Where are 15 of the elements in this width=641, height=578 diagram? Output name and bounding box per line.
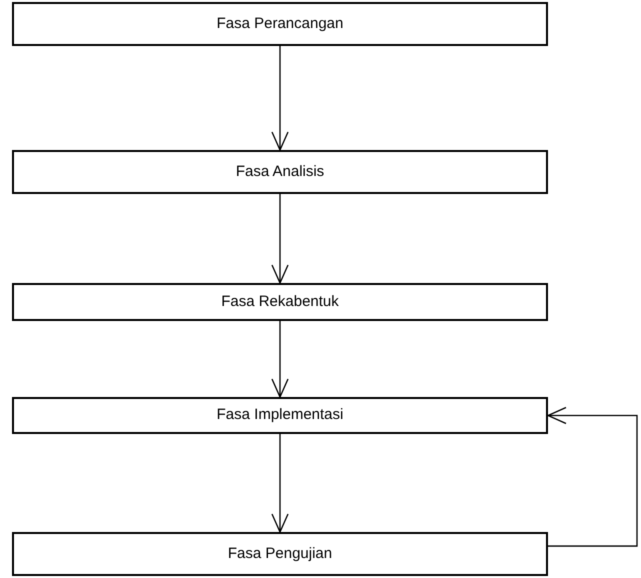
process-box bbox=[12, 283, 548, 321]
box-label: Fasa Implementasi bbox=[216, 406, 344, 425]
arrow bbox=[271, 434, 289, 533]
arrow bbox=[547, 406, 638, 547]
arrow bbox=[271, 321, 289, 398]
process-box bbox=[12, 532, 548, 576]
box-label: Fasa Rekabentuk bbox=[221, 292, 339, 312]
process-box bbox=[12, 150, 548, 194]
box-label: Fasa Perancangan bbox=[216, 14, 344, 34]
box-label: Fasa Pengujian bbox=[228, 544, 332, 564]
process-box bbox=[12, 397, 548, 434]
arrow bbox=[271, 46, 289, 151]
arrow bbox=[271, 194, 289, 284]
process-box bbox=[12, 2, 548, 46]
box-label: Fasa Analisis bbox=[236, 162, 324, 182]
